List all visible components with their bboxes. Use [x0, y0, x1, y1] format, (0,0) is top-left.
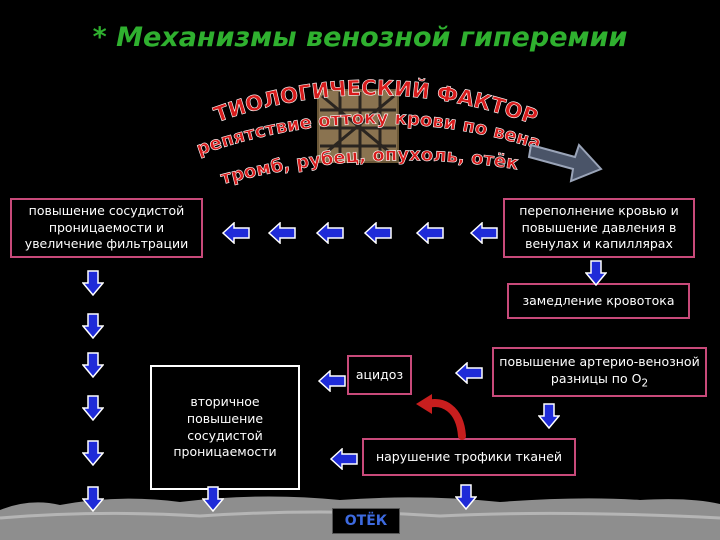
brick-wall-icon: [317, 89, 399, 163]
arrow-left-icon: [330, 448, 358, 470]
secondary-permeability-box: вторичное повышение сосудистой проницаем…: [150, 365, 300, 490]
overflow-text: переполнение кровью и повышение давления…: [519, 202, 679, 252]
permeability-text: повышение сосудистой проницаемости и уве…: [24, 202, 189, 252]
page-title: * Механизмы венозной гиперемии: [92, 22, 628, 53]
arrow-down-icon: [82, 270, 104, 296]
acidosis-box: ацидоз: [347, 355, 412, 395]
curved-red-arrow-icon: [416, 394, 466, 440]
av-difference-subscript: 2: [641, 377, 649, 390]
arrow-down-icon: [455, 484, 477, 510]
av-difference-box: повышение артерио-венозной разницы по O2: [492, 347, 707, 397]
overflow-box: переполнение кровью и повышение давления…: [503, 198, 695, 258]
slowdown-box: замедление кровотока: [507, 283, 690, 319]
arrow-down-icon: [538, 403, 560, 429]
edema-box: ОТЁК: [332, 508, 400, 534]
arrow-down-icon: [82, 352, 104, 378]
av-difference-text: повышение артерио-венозной разницы по O2: [494, 354, 705, 390]
av-difference-label: повышение артерио-венозной разницы по O: [499, 353, 700, 386]
arrow-left-icon: [316, 222, 344, 244]
arrow-left-icon: [470, 222, 498, 244]
arrow-left-icon: [455, 362, 483, 384]
edema-text: ОТЁК: [344, 512, 388, 529]
arrow-left-icon: [416, 222, 444, 244]
arrow-down-icon: [82, 395, 104, 421]
arrow-down-icon: [202, 486, 224, 512]
secondary-permeability-text: вторичное повышение сосудистой проницаем…: [173, 393, 277, 460]
slowdown-text: замедление кровотока: [522, 292, 675, 308]
etiology-banner: ЭТИОЛОГИЧЕСКИЙ ФАКТОР: препятствие отток…: [190, 70, 544, 189]
permeability-box: повышение сосудистой проницаемости и уве…: [10, 198, 203, 258]
arrow-left-icon: [222, 222, 250, 244]
trophic-text: нарушение трофики тканей: [375, 448, 563, 464]
arrow-left-icon: [318, 370, 346, 392]
arrow-down-icon: [82, 486, 104, 512]
arrow-down-icon: [82, 313, 104, 339]
big-arrow-icon: [527, 143, 603, 183]
acidosis-text: ацидоз: [355, 367, 404, 382]
arrow-down-icon: [82, 440, 104, 466]
arrow-left-icon: [268, 222, 296, 244]
arrow-down-icon: [585, 260, 607, 286]
arrow-left-icon: [364, 222, 392, 244]
trophic-box: нарушение трофики тканей: [362, 438, 576, 476]
